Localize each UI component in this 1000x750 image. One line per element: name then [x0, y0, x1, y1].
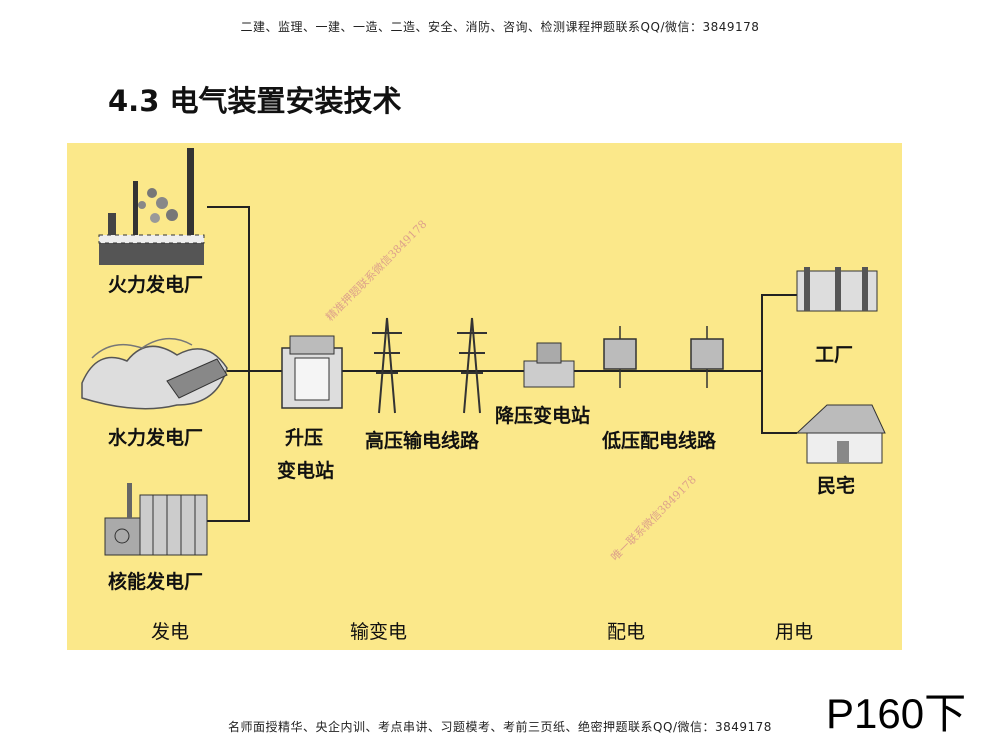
stage-transmission: 输变电: [350, 617, 407, 644]
stage-distribution: 配电: [607, 617, 645, 644]
step-down-substation-icon: [524, 343, 574, 387]
residence-label: 民宅: [817, 471, 855, 498]
stage-generation: 发电: [151, 617, 189, 644]
step-up-substation-label-line2: 变电站: [277, 456, 334, 483]
step-down-substation-label: 降压变电站: [495, 401, 590, 428]
residence-icon: [797, 405, 885, 463]
lv-pole-icons: [604, 326, 723, 388]
hv-tower-icons: [372, 318, 487, 413]
hydro-plant-label: 水力发电厂: [108, 423, 203, 450]
hv-line-label: 高压输电线路: [365, 426, 479, 453]
step-up-substation-label-line1: 升压: [285, 423, 323, 450]
footer-contact-text: 名师面授精华、央企内训、考点串讲、习题模考、考前三页纸、绝密押题联系QQ/微信：…: [0, 718, 1000, 735]
nuclear-plant-label: 核能发电厂: [108, 567, 203, 594]
factory-icon: [797, 267, 877, 311]
thermal-plant-label: 火力发电厂: [108, 270, 203, 297]
section-title: 4.3 电气装置安装技术: [108, 78, 401, 120]
power-system-diagram: 火力发电厂 水力发电厂 核能发电厂 升压 变电站 高压输电线路 降压变电站 低压…: [67, 143, 902, 650]
hydro-plant-icon: [82, 339, 227, 409]
header-contact-text: 二建、监理、一建、一造、二造、安全、消防、咨询、检测课程押题联系QQ/微信：38…: [0, 18, 1000, 35]
thermal-plant-icon: [99, 148, 204, 265]
stage-consumption: 用电: [775, 617, 813, 644]
lv-line-label: 低压配电线路: [602, 426, 716, 453]
factory-label: 工厂: [815, 340, 853, 367]
nuclear-plant-icon: [105, 483, 207, 555]
step-up-substation-icon: [282, 336, 342, 408]
